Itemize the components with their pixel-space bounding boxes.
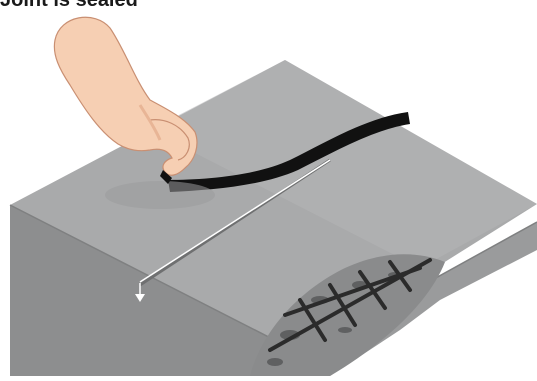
caption-text: Joint is sealed <box>0 0 138 10</box>
hand-shadow <box>105 181 215 209</box>
